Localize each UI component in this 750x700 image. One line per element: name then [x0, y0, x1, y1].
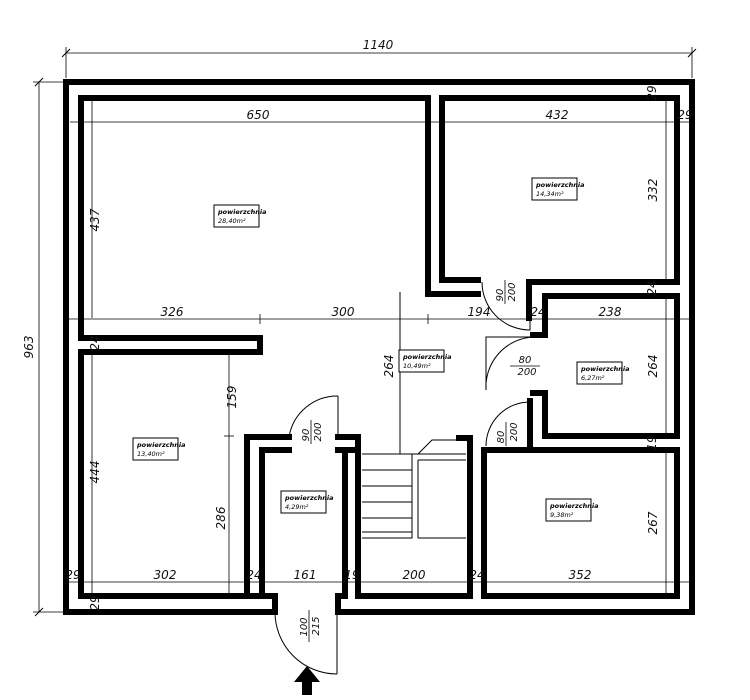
svg-text:powierzchnia: powierzchnia: [217, 208, 266, 216]
dim-264-right: 264: [646, 355, 660, 378]
dim-286: 286: [214, 506, 228, 529]
svg-text:90: 90: [495, 289, 506, 302]
overall-height-dimension: 963: [22, 77, 64, 617]
dim-24-bottom-a: 24: [246, 568, 261, 582]
door-labels: 90 200 80 200 80 200 90 200 100 215: [299, 280, 540, 642]
dim-300: 300: [332, 305, 355, 319]
room-label-small-right: powierzchnia 6,27m²: [576, 361, 629, 385]
overall-width-dimension: 1140: [61, 38, 697, 78]
svg-text:90: 90: [301, 429, 312, 442]
door-label-closet: 90 200: [301, 420, 324, 444]
dim-194: 194: [468, 305, 491, 319]
room-label-large: powierzchnia 28,40m²: [213, 204, 266, 228]
dim-159: 159: [225, 386, 239, 409]
reference-lines: [66, 98, 692, 596]
room-label-top-right: powierzchnia 14,34m²: [531, 177, 584, 201]
dim-29-bottom-left-v: 29: [88, 595, 102, 610]
door-label-lower-right: 80 200: [496, 422, 520, 446]
svg-text:powierzchnia: powierzchnia: [284, 494, 333, 502]
dim-432: 432: [546, 108, 569, 122]
svg-text:200: 200: [507, 282, 518, 301]
room-label-left-lower: powierzchnia 13,40m²: [132, 437, 185, 461]
dim-326: 326: [161, 305, 184, 319]
svg-text:powierzchnia: powierzchnia: [136, 441, 185, 449]
dim-19-bottom: 19: [344, 568, 359, 582]
door-label-middle: 80 200: [510, 355, 540, 378]
dim-437: 437: [88, 208, 102, 231]
dim-24-corridor: 24: [530, 305, 545, 319]
dim-24-right: 24: [645, 280, 659, 295]
dim-352: 352: [569, 568, 592, 582]
dim-29-top-right-h: 29: [677, 108, 692, 122]
door-label-top: 90 200: [495, 280, 518, 304]
svg-text:200: 200: [509, 422, 520, 441]
svg-text:powierzchnia: powierzchnia: [549, 502, 598, 510]
overall-width-label: 1140: [363, 38, 394, 52]
dim-650: 650: [247, 108, 270, 122]
svg-text:4,29m²: 4,29m²: [285, 503, 309, 511]
dim-161: 161: [294, 568, 317, 582]
dim-24-left: 24: [88, 335, 102, 350]
svg-text:14,34m²: 14,34m²: [536, 190, 564, 198]
arrow-up-icon: [294, 666, 320, 695]
dim-302: 302: [154, 568, 177, 582]
svg-text:28,40m²: 28,40m²: [218, 217, 246, 225]
staircase: [362, 292, 466, 539]
svg-text:215: 215: [311, 616, 322, 635]
dim-332: 332: [646, 179, 660, 202]
svg-text:10,49m²: 10,49m²: [403, 362, 431, 370]
room-label-hall: powierzchnia 10,49m²: [398, 349, 451, 373]
svg-text:powierzchnia: powierzchnia: [402, 353, 451, 361]
svg-text:powierzchnia: powierzchnia: [580, 365, 629, 373]
door-label-entrance: 100 215: [299, 610, 322, 642]
dim-24-bottom-b: 24: [469, 568, 484, 582]
door-swings: [274, 281, 534, 675]
svg-text:13,40m²: 13,40m²: [137, 450, 165, 458]
room-label-lower-right: powierzchnia 9,38m²: [545, 498, 598, 522]
svg-text:80: 80: [519, 355, 532, 366]
dim-444: 444: [88, 461, 102, 484]
dim-267: 267: [646, 511, 660, 534]
dim-29-bottom-left-h: 29: [65, 568, 80, 582]
dim-264-hall: 264: [382, 355, 396, 378]
dim-19-right: 19: [645, 435, 659, 450]
dimension-labels: 650 432 29 29 332 437 326 300 194 24 24 …: [65, 85, 692, 610]
dim-29-top-right-v: 29: [645, 85, 659, 100]
svg-text:100: 100: [299, 617, 310, 636]
svg-text:200: 200: [517, 367, 536, 378]
svg-text:200: 200: [313, 422, 324, 441]
interior-walls: [78, 95, 680, 615]
overall-height-label: 963: [22, 336, 36, 359]
exterior-wall: [63, 79, 695, 615]
svg-text:powierzchnia: powierzchnia: [535, 181, 584, 189]
dim-238: 238: [599, 305, 622, 319]
room-label-closet: powierzchnia 4,29m²: [280, 490, 333, 514]
svg-text:80: 80: [496, 431, 507, 444]
svg-text:6,27m²: 6,27m²: [581, 374, 605, 382]
svg-text:9,38m²: 9,38m²: [550, 511, 574, 519]
dim-200: 200: [403, 568, 426, 582]
